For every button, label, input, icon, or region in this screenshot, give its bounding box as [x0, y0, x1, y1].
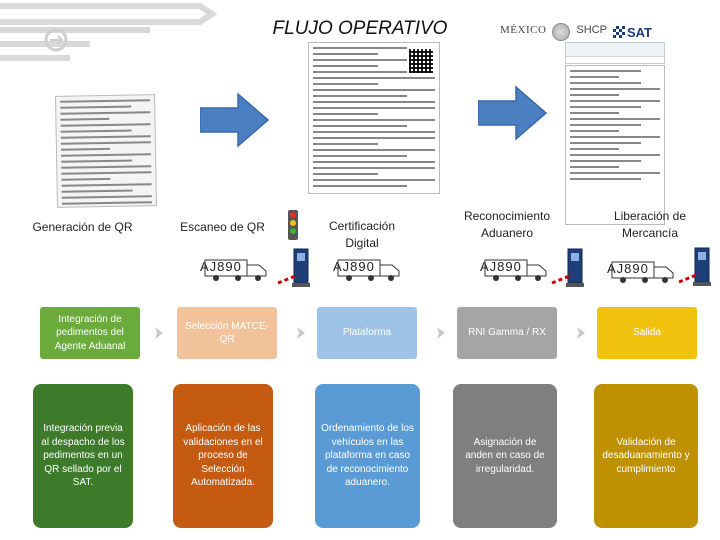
process-box-pedimentos: Integración de pedimentos del Agente Adu… — [40, 307, 140, 359]
truck-plate: AJ890 — [480, 259, 522, 274]
step-label-qr-generation: Generación de QR — [32, 220, 133, 234]
step-label-customs-inspection: Reconocimiento Aduanero — [463, 209, 551, 240]
toll-gate-icon — [678, 247, 711, 286]
page-title: FLUJO OPERATIVO — [272, 18, 448, 39]
shcp-logo: SHCP — [576, 23, 607, 36]
truck-icon — [611, 261, 674, 283]
qr-certificate-document-image — [308, 42, 440, 194]
decorative-stripes — [0, 3, 218, 61]
sat-validation-document-image — [565, 65, 665, 225]
truck-plate: AJ890 — [607, 261, 649, 276]
description-box-vehicle-ordering: Ordenamiento de los vehículos en las pla… — [315, 384, 420, 528]
process-box-platform: Plataforma — [317, 307, 417, 359]
sat-portal-header-image — [565, 42, 665, 64]
chevron-right-icon — [577, 327, 585, 339]
description-box-validations: Aplicación de las validaciones en el pro… — [173, 384, 273, 528]
chevron-right-icon — [297, 327, 305, 339]
right-arrow-icon — [478, 85, 548, 141]
toll-gate-icon — [277, 248, 310, 287]
government-logos: MÉXICO SHCP SAT — [500, 18, 715, 46]
process-box-rni-gamma: RNI Gamma / RX — [457, 307, 557, 359]
step-label-merchandise-release: Liberación de Mercancía — [613, 209, 687, 240]
pedimento-document-image — [55, 94, 157, 208]
truck-plate: AJ890 — [200, 259, 242, 274]
description-box-clearance-validation: Validación de desaduanamiento y cumplimi… — [594, 384, 698, 528]
step-label-qr-scan: Escaneo de QR — [180, 220, 265, 234]
process-box-matce-selection: Selección MATCE-QR — [177, 307, 277, 359]
step-label-digital-certification: Certificación Digital — [328, 219, 396, 250]
truck-icon — [204, 259, 267, 281]
toll-gate-icon — [551, 248, 584, 287]
mexico-logo: MÉXICO — [500, 23, 547, 36]
description-box-qr-integration: Integración previa al despacho de los pe… — [33, 384, 133, 528]
traffic-light-icon — [288, 210, 298, 240]
truck-icon — [484, 259, 547, 281]
truck-plate: AJ890 — [333, 259, 375, 274]
coat-of-arms-icon — [552, 23, 571, 41]
chevron-right-icon — [155, 327, 163, 339]
description-box-dock-assignment: Asignación de anden en caso de irregular… — [453, 384, 557, 528]
process-box-exit: Salida — [597, 307, 697, 359]
chevron-right-icon — [437, 327, 445, 339]
sat-logo: SAT — [612, 26, 652, 39]
truck-icon — [337, 259, 400, 281]
sat-mark-icon — [612, 26, 625, 38]
right-arrow-icon — [200, 92, 270, 148]
